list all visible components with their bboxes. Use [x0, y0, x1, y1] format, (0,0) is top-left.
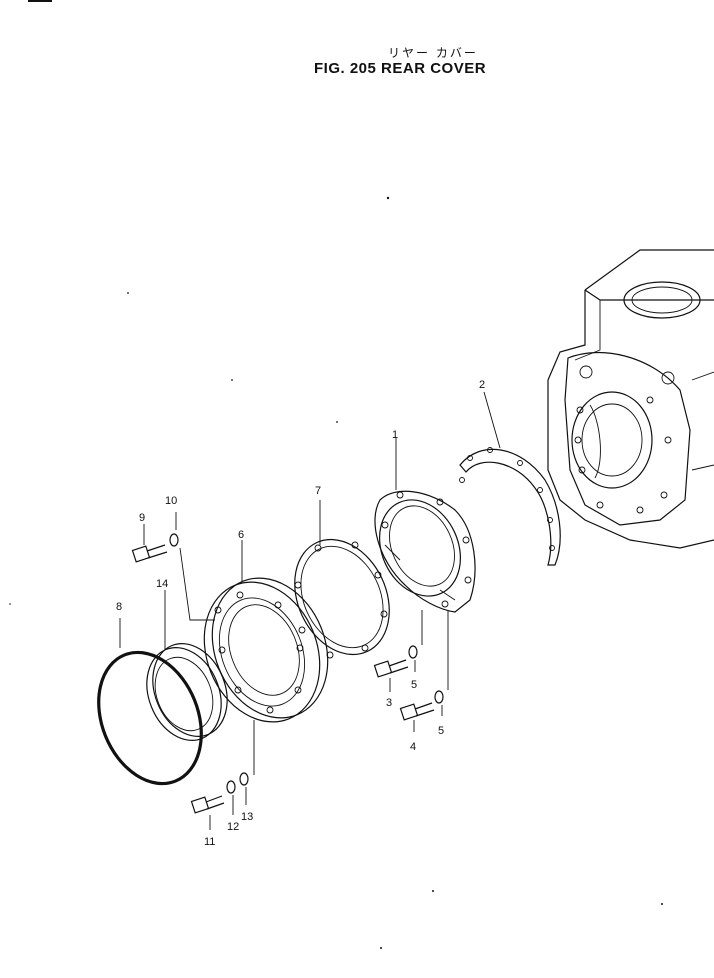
callout-3: 3	[386, 697, 392, 709]
callout-13: 13	[241, 811, 253, 823]
callout-6: 6	[238, 529, 244, 541]
part-9-bolt	[131, 544, 168, 563]
part-12-washer	[226, 780, 236, 794]
figure-title: FIG. 205 REAR COVER	[314, 60, 487, 77]
part-2-gasket	[459, 447, 561, 566]
part-1-rear-cover	[374, 490, 476, 613]
part-7-gasket	[294, 538, 390, 659]
callout-12: 12	[227, 821, 239, 833]
callout-14: 14	[156, 578, 168, 590]
part-14-oil-seal	[146, 643, 228, 741]
callout-2: 2	[479, 379, 485, 391]
callout-9: 9	[139, 512, 145, 524]
part-4-bolt	[399, 702, 435, 721]
corner-mark	[28, 0, 52, 2]
part-11-bolt	[190, 795, 225, 814]
part-8-o-ring	[97, 650, 203, 786]
callout-8: 8	[116, 601, 122, 613]
part-6-retainer	[203, 577, 329, 723]
scan-specks	[9, 196, 663, 949]
callout-7: 7	[315, 485, 321, 497]
callout-5-lower: 5	[438, 725, 444, 737]
part-3-bolt	[373, 659, 409, 678]
engine-block	[547, 249, 714, 549]
part-5-washer-lower	[434, 690, 444, 704]
callout-4: 4	[410, 741, 416, 753]
part-10-washer	[169, 533, 179, 547]
callout-1: 1	[392, 429, 398, 441]
part-5-washer-upper	[408, 645, 418, 659]
callout-10: 10	[165, 495, 177, 507]
figure-title-japanese: リヤー カバー	[388, 46, 478, 60]
leader-lines	[119, 391, 501, 830]
callout-5-upper: 5	[411, 679, 417, 691]
callout-11: 11	[204, 836, 215, 848]
part-13-washer	[239, 772, 249, 786]
